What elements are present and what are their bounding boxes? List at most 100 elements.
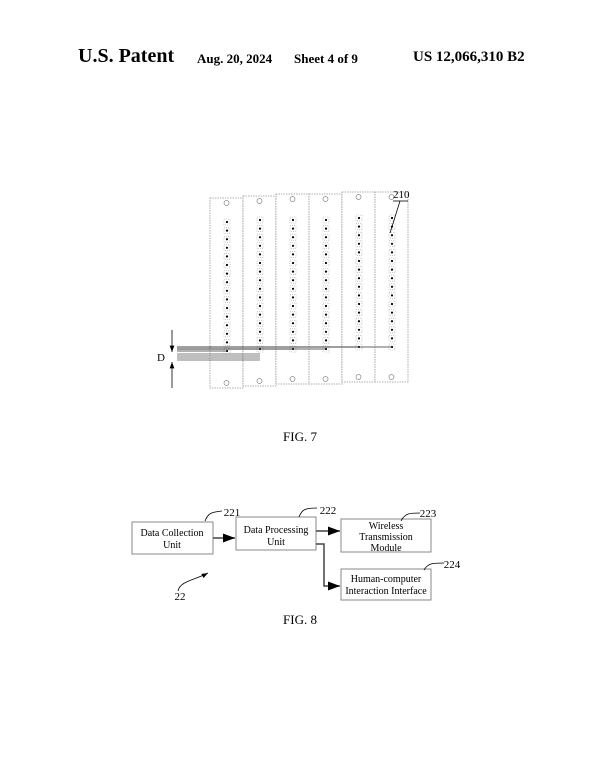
- sensor-dot: [291, 236, 295, 239]
- patent-number: US 12,066,310 B2: [413, 49, 525, 65]
- sensor-dot: [258, 339, 262, 342]
- sensor-dot: [357, 285, 361, 288]
- sensor-dot: [291, 322, 295, 325]
- sensor-cell: [322, 216, 330, 224]
- ref-222-leader: [298, 507, 318, 518]
- sensor-dot: [291, 296, 295, 299]
- sensor-cell: [256, 337, 264, 344]
- sensor-dot: [225, 263, 229, 267]
- arrow-222-to-224: [316, 543, 340, 591]
- sensor-dot: [324, 261, 328, 265]
- sensor-dot: [390, 294, 394, 297]
- dimension-d-label: D: [157, 352, 165, 364]
- ref-223-label: 223: [420, 508, 437, 520]
- sensor-cell: [223, 244, 231, 252]
- sensor-dot: [390, 268, 394, 271]
- box-221-line2: Unit: [163, 540, 181, 551]
- sensor-dot: [324, 287, 328, 290]
- hci-interface-box: [340, 568, 432, 601]
- figure-7: [177, 191, 409, 389]
- sensor-cell: [355, 266, 363, 273]
- sensor-cell: [355, 274, 363, 282]
- sensor-cell: [223, 253, 231, 260]
- sensor-dot: [291, 287, 295, 290]
- mount-hole: [289, 376, 296, 382]
- mount-hole: [388, 374, 395, 380]
- mount-hole: [322, 376, 329, 382]
- sensor-dot: [291, 261, 295, 265]
- sensor-cell: [256, 294, 264, 301]
- sensor-dot: [225, 332, 229, 335]
- box-224-line2: Interaction Interface: [345, 586, 427, 597]
- sensor-dot: [357, 337, 361, 340]
- sensor-cell: [223, 270, 231, 277]
- sensor-cell: [223, 339, 231, 346]
- sensor-cell: [355, 292, 363, 299]
- sensor-dot: [357, 268, 361, 271]
- sensor-dot: [390, 285, 394, 288]
- sensor-dot: [357, 277, 361, 280]
- sensor-cell: [388, 240, 396, 248]
- mount-hole: [256, 378, 263, 384]
- sensor-dot: [258, 279, 262, 282]
- sensor-dot: [258, 261, 262, 265]
- sensor-dot: [324, 296, 328, 299]
- sensor-dot: [258, 253, 262, 256]
- box-221-line1: Data Collection: [140, 528, 203, 539]
- sensor-dot: [357, 294, 361, 297]
- sensor-dot: [258, 330, 262, 333]
- sensor-cell: [289, 285, 297, 293]
- sensor-cell: [289, 302, 297, 310]
- sensor-cell: [388, 283, 396, 291]
- sensor-dot: [357, 251, 361, 254]
- mount-hole: [355, 374, 362, 380]
- sensor-cell: [355, 223, 363, 230]
- sensor-strip: [209, 197, 244, 389]
- sensor-dot: [357, 302, 361, 306]
- sensor-dot: [357, 259, 361, 263]
- sensor-cell: [256, 242, 264, 250]
- sensor-dot: [390, 302, 394, 306]
- sensor-cell: [223, 321, 231, 329]
- mount-hole: [355, 194, 362, 200]
- sensor-cell: [223, 296, 231, 303]
- sensor-cell: [223, 261, 231, 269]
- ref-224-label: 224: [444, 559, 461, 571]
- box-223-line3: Module: [370, 543, 402, 554]
- sensor-dot: [324, 244, 328, 247]
- sensor-cell: [322, 276, 330, 284]
- sensor-cell: [322, 285, 330, 293]
- sensor-dot: [258, 287, 262, 290]
- sensor-dot: [390, 234, 394, 237]
- sensor-cell: [388, 292, 396, 299]
- sensor-dot: [258, 304, 262, 308]
- sensor-cell: [256, 233, 264, 241]
- mount-hole: [388, 194, 395, 200]
- sensor-cell: [322, 337, 330, 344]
- sensor-cell: [388, 274, 396, 282]
- sensor-cell: [322, 294, 330, 301]
- sensor-dot: [291, 304, 295, 308]
- sensor-cell: [388, 249, 396, 256]
- sensor-cell: [289, 251, 297, 258]
- sensor-dot: [390, 337, 394, 340]
- mount-hole: [322, 196, 329, 202]
- sensor-dot: [291, 330, 295, 333]
- sensor-cell: [289, 311, 297, 318]
- sensor-cell: [256, 302, 264, 310]
- ref-22-arrow: [177, 572, 209, 592]
- sensor-cell: [256, 319, 264, 327]
- sensor-cell: [289, 216, 297, 224]
- sensor-dot: [258, 313, 262, 316]
- sensor-cell: [256, 216, 264, 224]
- sensor-cell: [355, 249, 363, 256]
- sensor-dot: [390, 242, 394, 245]
- box-224-line1: Human-computer: [351, 574, 422, 585]
- sensor-dot: [258, 236, 262, 239]
- sensor-dot: [357, 234, 361, 237]
- sensor-cell: [289, 294, 297, 301]
- sensor-dot: [390, 259, 394, 263]
- sensor-dot: [258, 227, 262, 230]
- sensor-dot: [390, 277, 394, 280]
- sensor-cell: [322, 251, 330, 258]
